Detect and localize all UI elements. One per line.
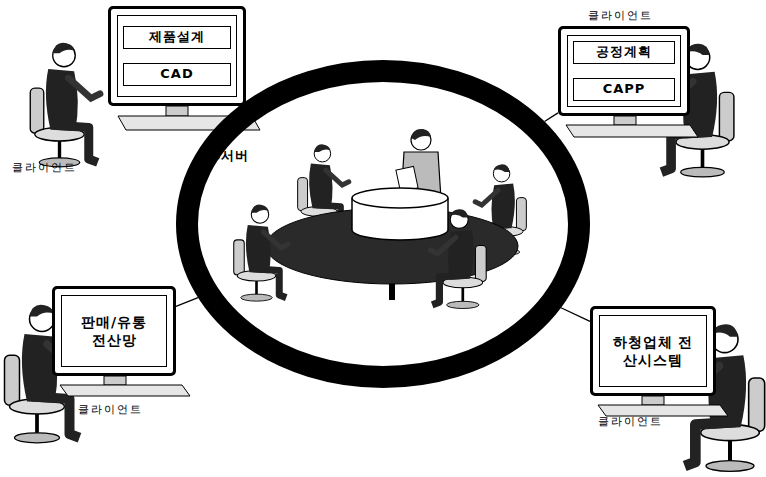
client-person [30,43,100,167]
monitor-stand [642,396,664,405]
client-label: 클라이언트 [12,160,77,175]
keyboard [60,385,190,396]
keyboard [598,405,728,416]
network-link [545,113,558,122]
monitor-stand [104,376,126,385]
server-ring: DB서버 [176,60,590,388]
screen-title: 판매/유통 전산망 [75,313,153,349]
client-monitor: 판매/유통 전산망 [52,286,176,376]
screen-tool: CAPP [573,78,675,101]
client-label: 클라이언트 [78,402,143,417]
monitor-stand [614,116,636,125]
keyboard [566,125,698,137]
client-label: 클라이언트 [598,414,663,429]
screen-title: 하청업체 전산시스템 [610,333,696,369]
client-monitor: 하청업체 전산시스템 [590,306,716,396]
screen-title: 제품설계 [123,26,231,49]
ring-outline [187,71,579,377]
network-link [176,298,198,307]
meeting-person [234,205,288,302]
screen-tool: CAD [123,63,231,86]
client-label: 클라이언트 [588,8,653,23]
screen-title: 공정계획 [573,41,675,64]
server-label: DB서버 [179,147,269,165]
table-leg [389,284,395,300]
database-cylinder-top [352,188,448,208]
monitor-stand [166,106,188,116]
ring-outline [176,60,590,388]
network-link [561,308,590,322]
client-monitor: 공정계획 CAPP [558,26,690,116]
client-monitor: 제품설계 CAD [108,6,246,106]
